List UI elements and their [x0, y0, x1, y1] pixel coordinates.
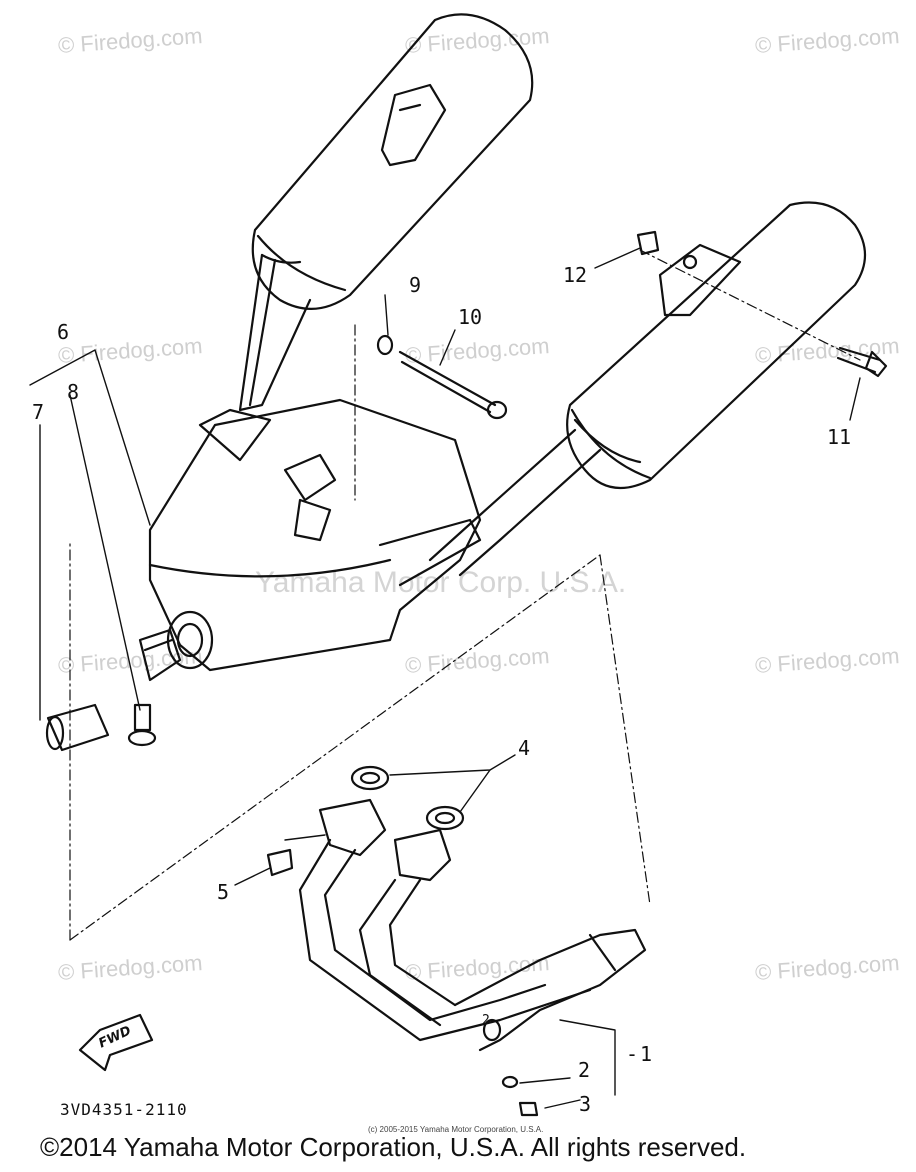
gasket-upper — [350, 765, 390, 791]
nut-12 — [636, 230, 660, 256]
diagram-code: 3VD4351-2110 — [60, 1100, 188, 1119]
gasket-2 — [501, 1075, 519, 1089]
callout-1: 1 — [640, 1042, 653, 1066]
callout-6: 6 — [57, 320, 70, 344]
fwd-arrow — [78, 1013, 154, 1072]
bolt-10 — [398, 350, 497, 407]
header-pipes-drawing — [298, 798, 647, 1052]
callout-4: 4 — [518, 736, 531, 760]
callout-8: 8 — [67, 380, 80, 404]
callout-3: 3 — [579, 1092, 592, 1116]
small-copyright: (c) 2005-2015 Yamaha Motor Corporation, … — [368, 1125, 544, 1134]
gasket-lower — [425, 805, 465, 831]
callout-2: 2 — [578, 1058, 591, 1082]
watermark-center: Yamaha Motor Corp. U.S.A. — [255, 566, 627, 599]
callout-9: 9 — [409, 273, 422, 297]
washer-9 — [376, 334, 394, 356]
callout-10: 10 — [458, 305, 483, 329]
nut-5 — [266, 848, 294, 877]
bolt-8 — [133, 703, 152, 732]
bolt-11 — [838, 346, 882, 362]
chamber-drawing — [138, 398, 482, 682]
callout-5: 5 — [217, 880, 230, 904]
footer-copyright: ©2014 Yamaha Motor Corporation, U.S.A. A… — [40, 1132, 747, 1162]
callout-11: 11 — [827, 425, 852, 449]
left-muffler-drawing — [238, 13, 534, 412]
callout-12: 12 — [563, 263, 588, 287]
callout-1-dash: - — [626, 1042, 639, 1066]
callout-2-small: 2 — [482, 1013, 490, 1028]
right-muffler-drawing — [428, 201, 866, 577]
bolt-3 — [518, 1101, 539, 1117]
callout-7: 7 — [32, 400, 45, 424]
sleeve-7 — [46, 703, 110, 752]
